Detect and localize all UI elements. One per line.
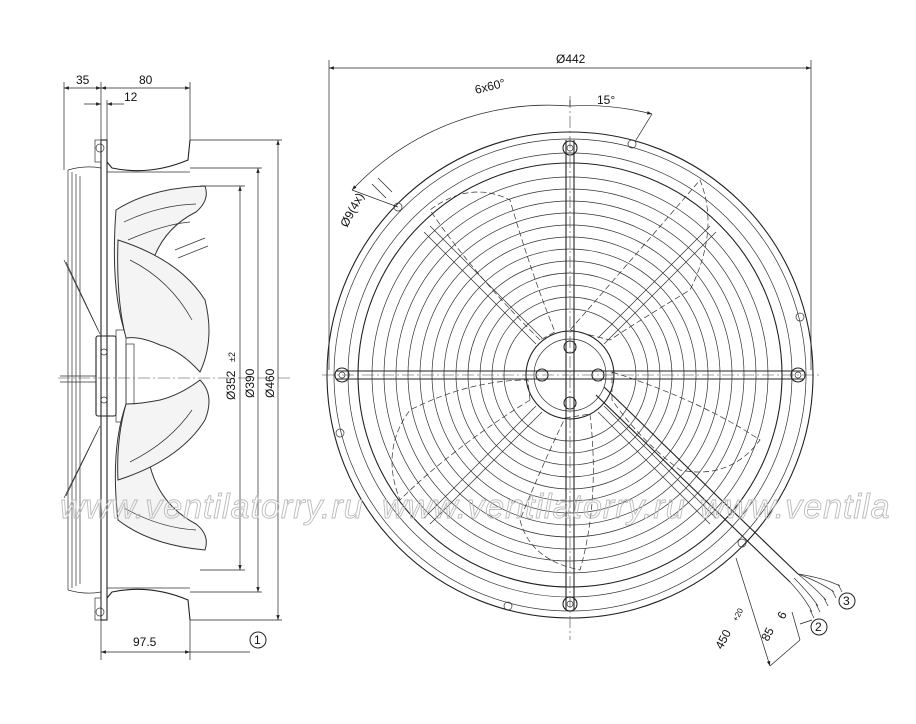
watermark-text-2: www.ventilatorry.ru xyxy=(382,488,686,526)
mounting-holes xyxy=(335,139,805,611)
callout-1: 1 xyxy=(249,631,267,649)
dim-cable-length: 450 xyxy=(712,627,734,652)
dim-hole-spacing: 6x60° xyxy=(473,76,506,97)
dim-wire-end: 6 xyxy=(774,609,790,622)
dim-blade-diameter: Ø352 xyxy=(224,370,238,400)
side-dimensions xyxy=(63,82,282,660)
callout-3: 3 xyxy=(838,592,856,610)
dim-overall-diameter: Ø460 xyxy=(263,368,277,398)
dim-angle-offset: 15° xyxy=(597,93,615,107)
motor-hub xyxy=(60,329,135,423)
dim-guard-diameter: Ø390 xyxy=(243,368,257,398)
callout-1-label: 1 xyxy=(254,633,261,647)
front-view: Ø442 6x60° 15° Ø9(4x) 450 +20 85 6 3 2 xyxy=(322,52,856,667)
callout-2-label: 2 xyxy=(815,620,822,634)
dim-bolt-circle-diameter: Ø442 xyxy=(556,52,586,66)
watermark: www.ventilatorry.ru www.ventilatorry.ru … xyxy=(60,488,891,527)
callout-2: 2 xyxy=(810,618,828,636)
dim-flange-offset: 35 xyxy=(76,73,90,87)
watermark-text-3: www.ventila xyxy=(700,488,891,526)
mounting-plate xyxy=(94,139,191,621)
front-blades xyxy=(391,179,761,571)
dim-hole-size: Ø9(4x) xyxy=(337,190,367,229)
watermark-text-1: www.ventilatorry.ru xyxy=(60,488,364,526)
callout-3-label: 3 xyxy=(843,594,850,608)
guard-grille xyxy=(63,166,102,594)
dim-strip-length: 85 xyxy=(758,625,777,644)
dim-depth: 80 xyxy=(139,73,153,87)
dim-cable-tolerance: +20 xyxy=(731,606,746,623)
front-dimensions xyxy=(328,60,813,667)
dim-bottom-depth: 97.5 xyxy=(133,635,157,649)
dim-flange-thickness: 12 xyxy=(124,90,138,104)
side-blades xyxy=(113,185,210,551)
side-view: 35 80 12 Ø352 ±2 Ø390 Ø460 97.5 1 xyxy=(58,73,290,660)
cable-bundle xyxy=(595,386,843,619)
dim-blade-tolerance: ±2 xyxy=(227,352,237,362)
